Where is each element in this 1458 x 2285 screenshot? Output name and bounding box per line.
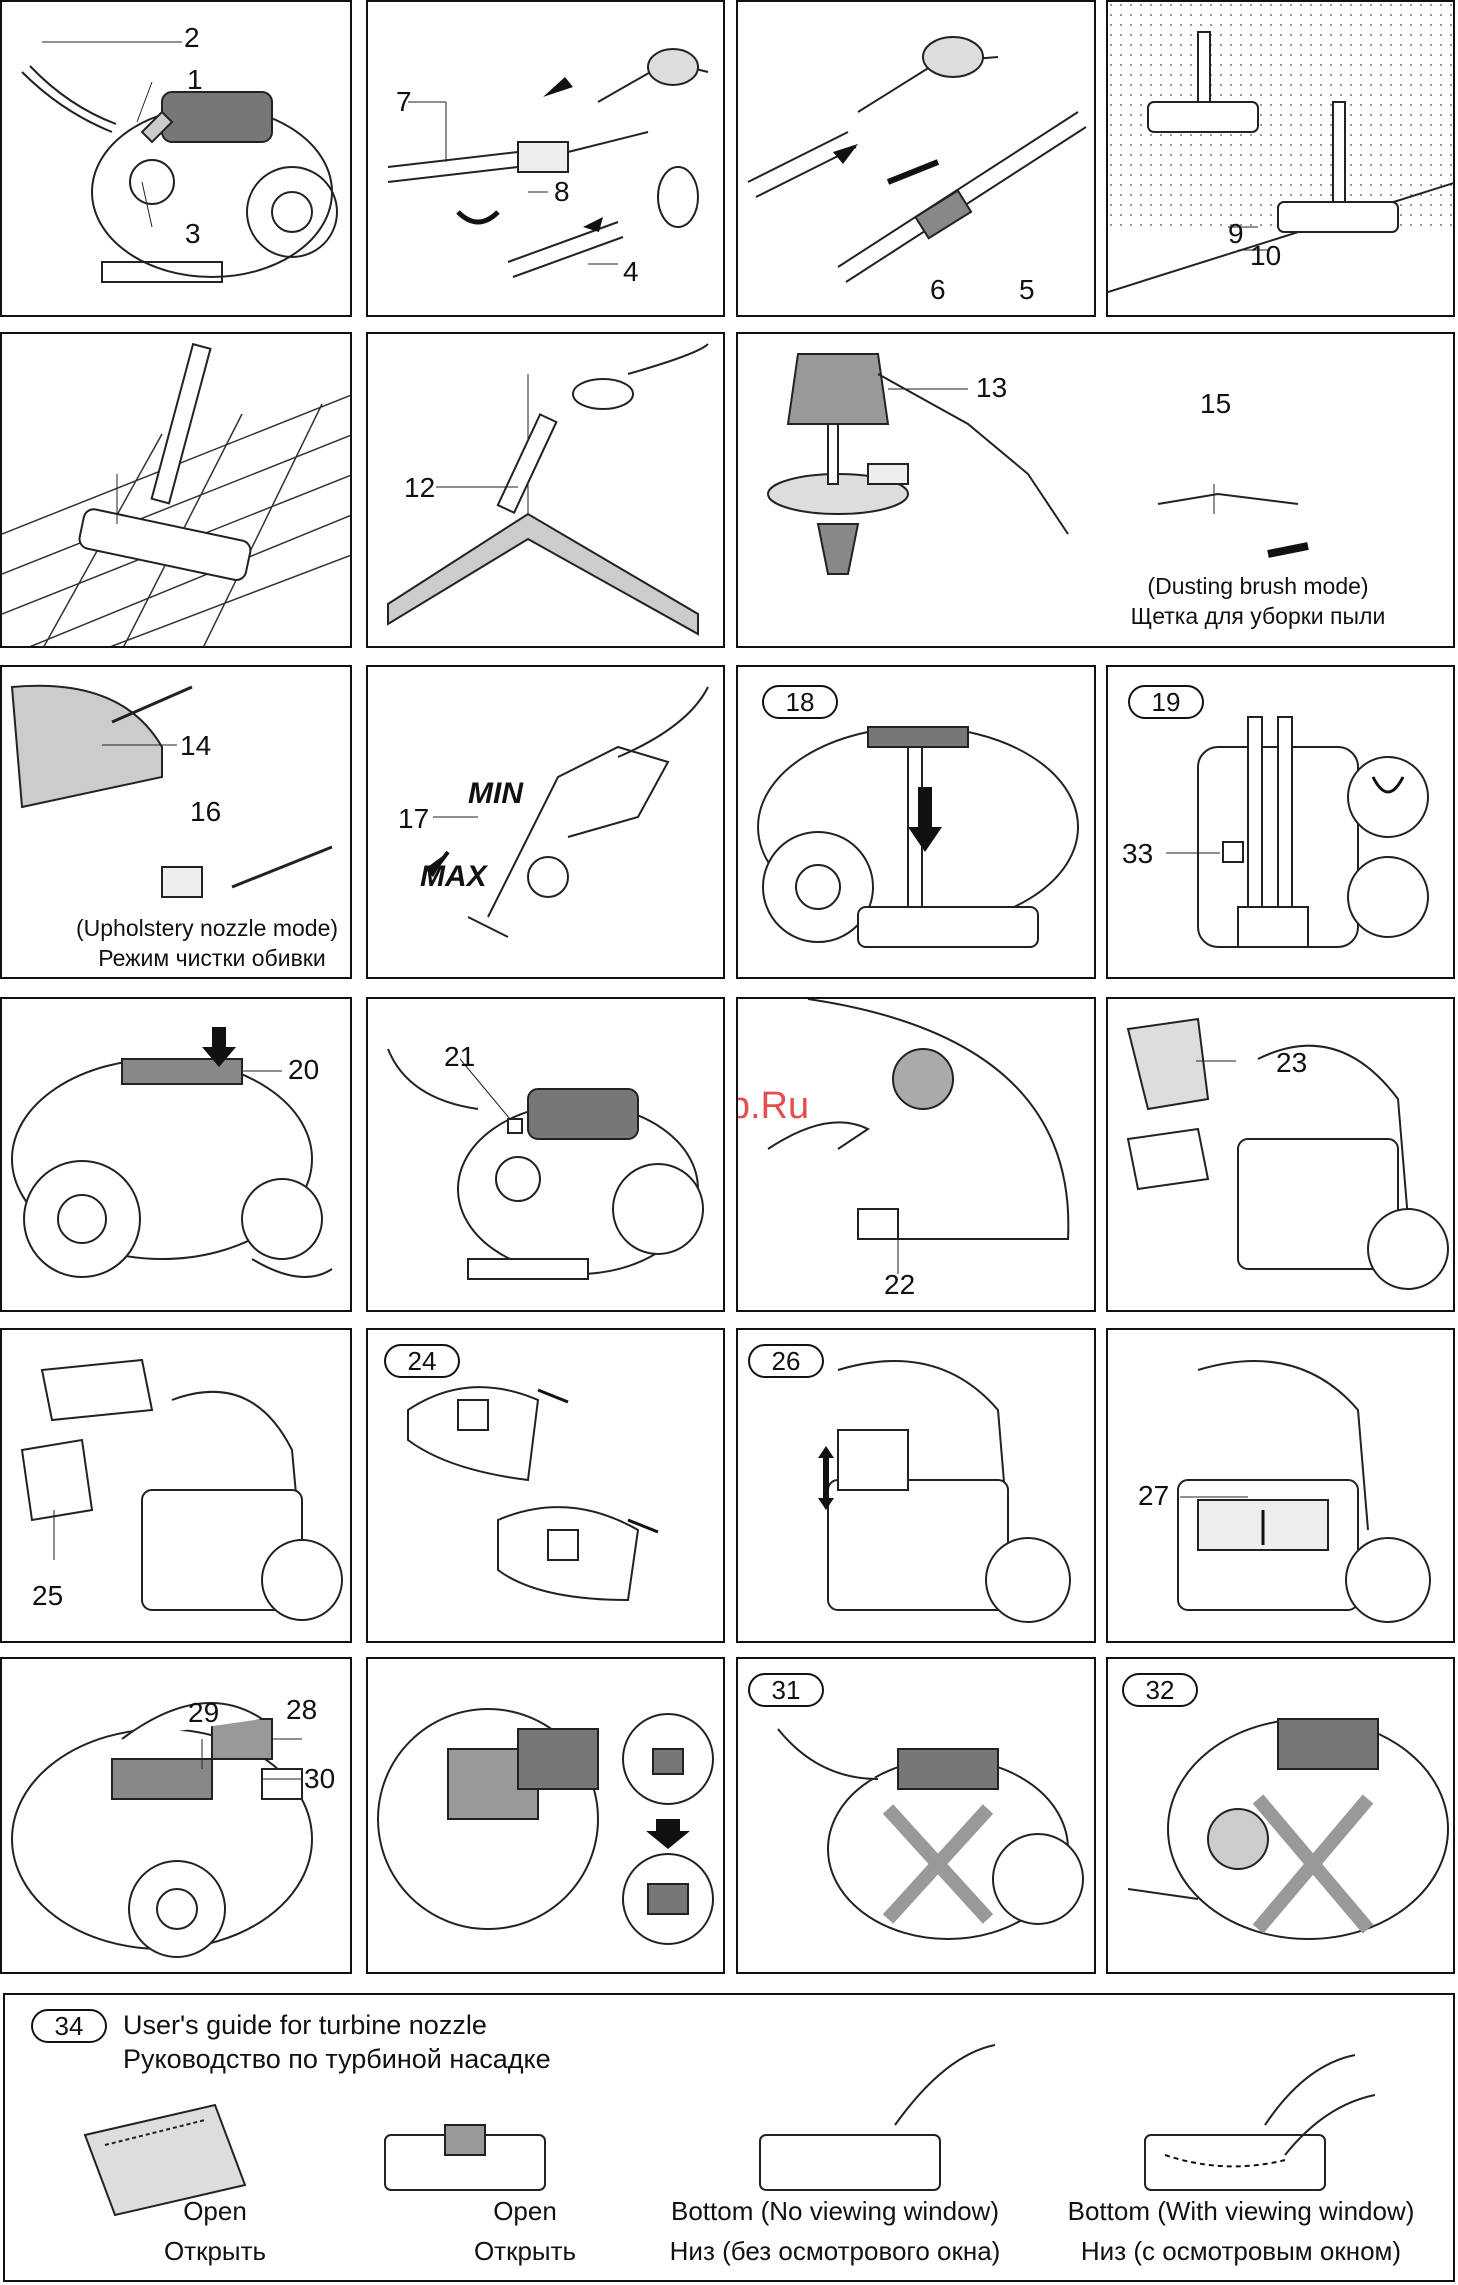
label-9: 9 xyxy=(1228,218,1244,249)
panel-hose-connection: 2 1 3 xyxy=(0,0,352,317)
panel-dusting-brush: 13 15 (Dusting brush mode) Щетка для убо… xyxy=(736,332,1455,648)
label-13: 13 xyxy=(976,372,1008,403)
panel-dust-indicator: 21 xyxy=(366,997,725,1312)
label-22: 22 xyxy=(884,1269,916,1300)
badge-34: 34 xyxy=(31,2009,107,2043)
storage-illustration xyxy=(1166,716,1429,948)
panel-telescopic-tube: 6 5 xyxy=(736,0,1096,317)
label-27: 27 xyxy=(1138,1480,1170,1511)
label-15: 15 xyxy=(1200,388,1232,419)
badge-18: 18 xyxy=(762,685,838,719)
bag-check-illustration xyxy=(1177,1360,1431,1623)
badge-24: 24 xyxy=(384,1344,460,1378)
label-21: 21 xyxy=(444,1041,476,1072)
panel-cord-rewind: 20 xyxy=(0,997,352,1312)
panel-bag-holder: 25 xyxy=(0,1328,352,1643)
exhaust-filter-illustration xyxy=(11,1702,313,1958)
panel-step-32: 32 xyxy=(1106,1657,1455,1974)
floor-nozzle-illustration xyxy=(1108,2,1453,293)
label-17: 17 xyxy=(398,803,430,834)
label-6: 6 xyxy=(930,274,946,305)
guide-item-3-ru: Низ (без осмотрового окна) xyxy=(669,2236,1001,2266)
label-30: 30 xyxy=(304,1763,336,1794)
label-2: 2 xyxy=(184,22,200,53)
label-8: 8 xyxy=(554,176,570,207)
bag-seal-illustration xyxy=(407,1386,659,1602)
parking-illustration xyxy=(757,726,1079,948)
panel-crevice-nozzle: 12 xyxy=(366,332,725,648)
label-33: 33 xyxy=(1122,838,1154,869)
tube-illustration xyxy=(387,48,709,278)
dust-indicator-illustration xyxy=(387,1048,704,1280)
caption-upholstery-en: (Upholstery nozzle mode) xyxy=(75,915,339,941)
panel-step-18: 18 xyxy=(736,665,1096,979)
label-20: 20 xyxy=(288,1054,320,1085)
wrong-use-illustration-1 xyxy=(777,1728,1084,1940)
telescopic-illustration xyxy=(747,36,1087,283)
label-3: 3 xyxy=(185,218,201,249)
panel-dust-bag: 23 xyxy=(1106,997,1455,1312)
turbine-nozzle-illustrations xyxy=(83,2044,1376,2217)
guide-title-en: User's guide for turbine nozzle xyxy=(123,2010,487,2040)
label-min: MIN xyxy=(468,777,523,810)
upholstery-illustration xyxy=(10,684,333,898)
label-14: 14 xyxy=(180,730,212,761)
tile-floor-illustration xyxy=(2,342,350,646)
guide-item-1-en: Open xyxy=(183,2196,247,2226)
label-16: 16 xyxy=(190,796,222,827)
guide-item-2-ru: Открыть xyxy=(473,2236,577,2266)
open-cover-illustration xyxy=(767,999,1070,1274)
badge-31: 31 xyxy=(748,1673,824,1707)
panel-bag-indicator: 27 xyxy=(1106,1328,1455,1643)
badge-26: 26 xyxy=(748,1344,824,1378)
panel-upholstery-nozzle: 14 16 (Upholstery nozzle mode) Режим чис… xyxy=(0,665,352,979)
cord-rewind-illustration xyxy=(11,1027,333,1278)
label-5: 5 xyxy=(1019,274,1035,305)
suction-handle-illustration xyxy=(425,686,709,938)
panel-hard-floor-nozzle: 11 xyxy=(0,332,352,648)
bag-holder-illustration xyxy=(20,1358,343,1621)
label-28: 28 xyxy=(286,1694,318,1725)
label-25: 25 xyxy=(32,1580,64,1611)
watermark: McGrp.Ru xyxy=(736,1085,810,1127)
label-23: 23 xyxy=(1276,1047,1308,1078)
panel-open-cover: 22 McGrp.Ru xyxy=(736,997,1096,1312)
label-1: 1 xyxy=(187,64,203,95)
panel-exhaust-filter: 29 28 30 xyxy=(0,1657,352,1974)
label-10: 10 xyxy=(1250,240,1282,271)
dusting-brush-illustration xyxy=(767,353,1309,575)
caption-dusting-ru: Щетка для уборки пыли xyxy=(1130,603,1386,629)
label-4: 4 xyxy=(623,256,639,287)
crevice-illustration xyxy=(387,343,709,636)
panel-tube-assembly: 7 8 4 xyxy=(366,0,725,317)
caption-dusting-en: (Dusting brush mode) xyxy=(1147,573,1369,599)
caption-upholstery-ru: Режим чистки обивки xyxy=(98,945,326,971)
guide-item-4-en: Bottom (With viewing window) xyxy=(1067,2196,1415,2226)
panel-step-26: 26 xyxy=(736,1328,1096,1643)
label-max: MAX xyxy=(420,860,487,893)
badge-32: 32 xyxy=(1122,1673,1198,1707)
label-7: 7 xyxy=(396,86,412,117)
guide-title-ru: Руководство по турбиной насадке xyxy=(123,2044,551,2074)
panel-filter-cleaning xyxy=(366,1657,725,1974)
wrong-use-illustration-2 xyxy=(1127,1718,1449,1940)
badge-19: 19 xyxy=(1128,685,1204,719)
guide-item-3-en: Bottom (No viewing window) xyxy=(670,2196,999,2226)
panel-step-19: 19 33 xyxy=(1106,665,1455,979)
panel-step-31: 31 xyxy=(736,1657,1096,1974)
panel-suction-control: 17 MIN MAX xyxy=(366,665,725,979)
panel-step-24: 24 xyxy=(366,1328,725,1643)
label-29: 29 xyxy=(188,1697,220,1728)
filter-cleaning-illustration xyxy=(377,1708,714,1945)
install-bag-illustration xyxy=(818,1360,1071,1623)
guide-item-4-ru: Низ (с осмотровым окном) xyxy=(1080,2236,1402,2266)
turbine-nozzle-guide: 34 User's guide for turbine nozzle Руков… xyxy=(3,1993,1455,2282)
vacuum-illustration xyxy=(21,41,338,283)
guide-item-1-ru: Открыть xyxy=(163,2236,267,2266)
panel-floor-nozzle: 9 10 xyxy=(1106,0,1455,317)
guide-item-2-en: Open xyxy=(493,2196,557,2226)
dust-bag-illustration xyxy=(1126,1017,1449,1290)
label-12: 12 xyxy=(404,472,436,503)
